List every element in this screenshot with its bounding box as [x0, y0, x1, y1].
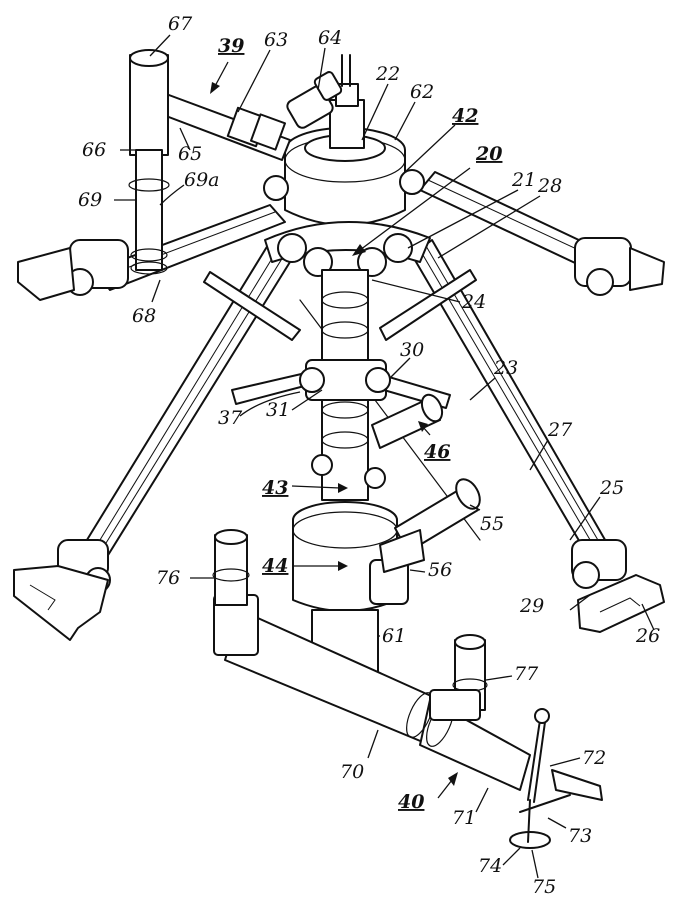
label-72: 72: [582, 747, 606, 769]
column: [299, 269, 391, 501]
label-68: 68: [132, 305, 156, 327]
label-73: 73: [568, 825, 592, 847]
label-28: 28: [537, 175, 562, 197]
label-74: 74: [478, 855, 502, 877]
post-76: [212, 529, 250, 606]
label-37: 37: [218, 407, 243, 429]
label-21: 21: [511, 169, 536, 191]
label-27: 27: [547, 419, 573, 441]
label-75: 75: [532, 876, 556, 898]
motor-55: [379, 478, 481, 573]
label-31: 31: [266, 399, 290, 421]
label-69: 69: [78, 189, 102, 211]
label-46: 46: [424, 441, 450, 463]
arm-39: [128, 49, 291, 275]
leader-lines: [114, 34, 655, 879]
label-61: 61: [382, 625, 406, 647]
label-24: 24: [461, 291, 486, 313]
tool-head: [509, 708, 603, 849]
label-43: 43: [262, 477, 288, 499]
label-25: 25: [599, 477, 624, 499]
post-77: [429, 634, 488, 721]
hub-spider: [264, 221, 431, 277]
label-76: 76: [156, 567, 180, 589]
label-77: 77: [514, 663, 539, 685]
label-22: 22: [375, 63, 400, 85]
label-42: 42: [452, 105, 478, 127]
leg-right-back: [419, 171, 665, 296]
label-39: 39: [218, 35, 244, 57]
label-69a: 69a: [184, 169, 220, 191]
label-30: 30: [400, 339, 424, 361]
label-40: 40: [398, 791, 424, 813]
label-56: 56: [428, 559, 452, 581]
label-44: 44: [262, 555, 288, 577]
label-23: 23: [493, 357, 518, 379]
label-26: 26: [635, 625, 660, 647]
label-20: 20: [475, 143, 502, 165]
label-66: 66: [82, 139, 106, 161]
label-64: 64: [318, 27, 342, 49]
reference-labels: 67 39 63 64 22 62 42 20 21 28 66 65 69 6…: [78, 13, 660, 898]
label-65: 65: [178, 143, 202, 165]
leg-right-front: [411, 239, 665, 633]
label-55: 55: [480, 513, 504, 535]
motor-64: [286, 71, 343, 129]
hub-top: [263, 54, 425, 226]
boom-70: [213, 594, 531, 791]
label-62: 62: [410, 81, 434, 103]
label-71: 71: [452, 807, 476, 829]
label-63: 63: [264, 29, 288, 51]
label-29: 29: [519, 595, 544, 617]
leg-left-front: [13, 244, 291, 641]
actuator-46: [371, 393, 444, 449]
label-67: 67: [168, 13, 193, 35]
label-70: 70: [340, 761, 364, 783]
